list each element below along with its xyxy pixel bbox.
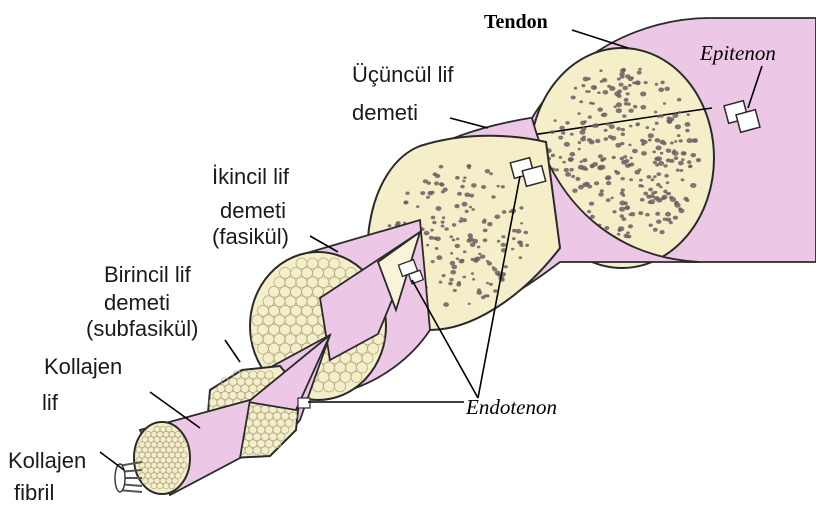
- leader-collagen-fibril: [100, 452, 124, 470]
- label-secondary-line2: demeti: [220, 198, 286, 223]
- primary-endotenon-window: [298, 398, 310, 408]
- label-primary-line2: demeti: [104, 290, 170, 315]
- label-endotenon: Endotenon: [465, 395, 557, 419]
- label-tertiary-line2: demeti: [352, 100, 418, 125]
- collagen-fiber-structure: [134, 400, 250, 495]
- leader-primary: [225, 340, 240, 362]
- label-tendon: Tendon: [484, 11, 548, 33]
- label-collagen-fiber-line1: Kollajen: [44, 354, 122, 379]
- label-tertiary-line1: Üçüncül lif: [352, 62, 454, 87]
- label-primary-line3: (subfasikül): [86, 316, 198, 341]
- label-secondary-line3: (fasikül): [212, 224, 289, 249]
- label-collagen-fiber-line2: lif: [42, 390, 59, 415]
- leader-tertiary: [450, 118, 488, 128]
- label-collagen-fibril-line2: fibril: [14, 480, 54, 505]
- label-collagen-fibril-line1: Kollajen: [8, 448, 86, 473]
- label-secondary-line1: İkincil lif: [212, 164, 290, 189]
- label-primary-line1: Birincil lif: [104, 262, 192, 287]
- label-epitenon: Epitenon: [699, 41, 776, 65]
